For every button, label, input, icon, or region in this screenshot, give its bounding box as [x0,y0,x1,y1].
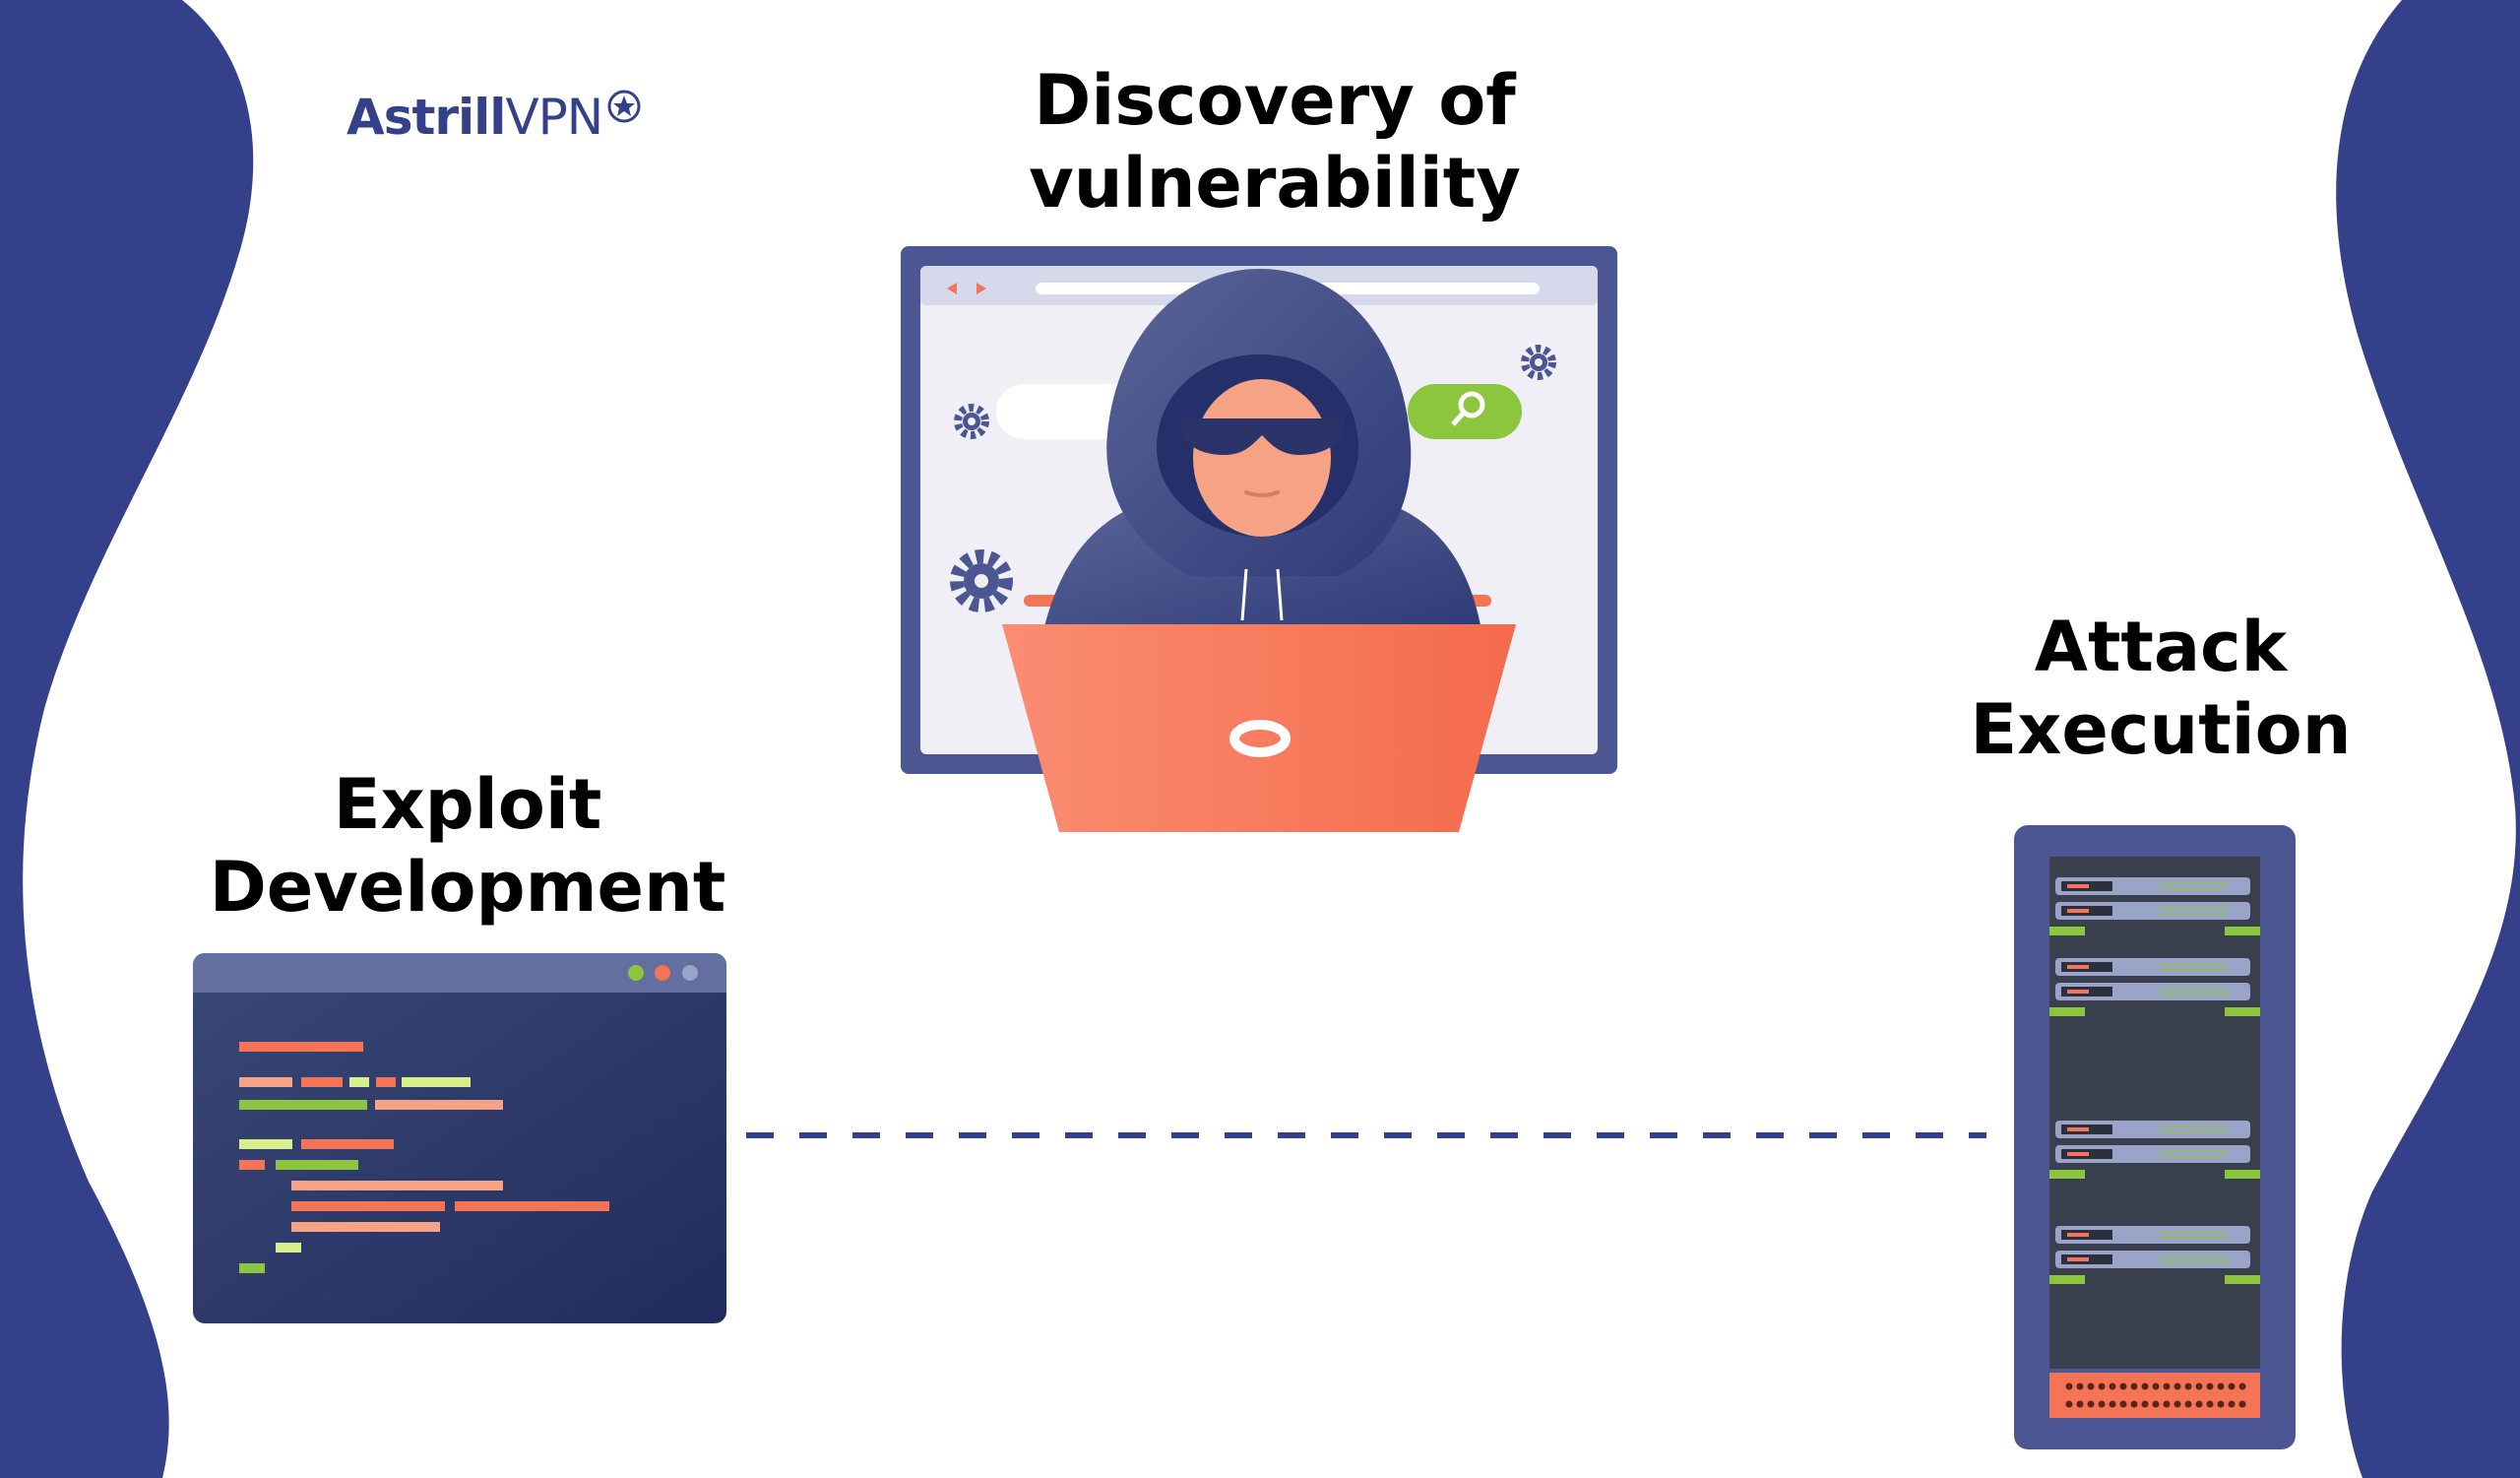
vent-hole [2087,1382,2095,1390]
stage-title-line: Attack [2034,607,2288,687]
vent-hole [2195,1382,2203,1390]
stage-title-attack: Attack Execution [1910,606,2412,771]
vent-hole [2238,1400,2246,1408]
code-lines [239,1042,609,1273]
stage-title-discovery: Discovery of vulnerability [886,59,1664,225]
vent-hole [2076,1400,2084,1408]
vent-hole [2109,1382,2116,1390]
vent-hole [2065,1382,2073,1390]
rail-mark [2225,1170,2260,1179]
vent-hole [2228,1382,2236,1390]
code-editor-illustration [193,953,726,1323]
stage-title-line: Exploit [333,764,602,845]
hacker-mouth [1244,490,1280,497]
back-arrow-icon [947,283,957,294]
right-wave-shape [2336,0,2520,1478]
rail-mark [2225,927,2260,935]
vent-hole [2228,1400,2236,1408]
server-unit [2055,877,2250,895]
gear-icon [954,404,989,439]
vent-hole [2217,1400,2225,1408]
rail-mark [2049,927,2085,935]
vent-hole [2130,1382,2138,1390]
window-dot-icon [628,965,644,981]
vent-holes [2065,1382,2246,1408]
stage-title-line: Discovery of [1034,60,1516,141]
vent-hole [2206,1382,2214,1390]
server-unit [2055,1251,2250,1268]
gear-icon [950,549,1013,612]
left-wave-shape [0,0,254,1478]
vent-hole [2130,1400,2138,1408]
hoodie-strings [1240,568,1284,621]
rail-mark [2225,1007,2260,1016]
rack-units [2049,877,2260,1284]
sunglasses-icon [1180,418,1345,455]
vent-hole [2098,1382,2106,1390]
vent-hole [2238,1382,2246,1390]
stage-title-line: vulnerability [1029,143,1521,224]
vent-hole [2174,1400,2181,1408]
vent-hole [2174,1382,2181,1390]
vent-hole [2098,1400,2106,1408]
logo-name-bold: Astrill [346,89,506,146]
vent-hole [2087,1400,2095,1408]
gear-icon [1521,345,1556,380]
vent-hole [2217,1382,2225,1390]
laptop-logo-icon [1229,720,1291,757]
server-unit [2055,1145,2250,1163]
window-dot-icon [655,965,670,981]
vent-hole [2141,1382,2149,1390]
stage-title-line: Development [209,847,726,928]
window-dot-icon [682,965,698,981]
stage-title-line: Execution [1970,689,2352,770]
vent-hole [2076,1382,2084,1390]
magnifier-icon [1451,391,1485,426]
vent-hole [2141,1400,2149,1408]
rail-mark [2049,1275,2085,1284]
server-unit [2055,983,2250,1000]
rail-mark [2225,1275,2260,1284]
rail-mark [2049,1007,2085,1016]
star-circle-icon [607,90,641,123]
vent-hole [2184,1400,2192,1408]
discovery-illustration [901,246,1617,832]
server-unit [2055,958,2250,976]
vent-hole [2195,1400,2203,1408]
hacker-face [1193,379,1331,537]
vent-hole [2163,1382,2171,1390]
vent-hole [2163,1400,2171,1408]
vent-hole [2119,1382,2127,1390]
forward-arrow-icon [976,283,986,294]
editor-titlebar [193,953,726,993]
rack-vent-panel [2049,1373,2260,1418]
vent-hole [2184,1382,2192,1390]
server-unit [2055,1226,2250,1244]
rail-mark [2049,1170,2085,1179]
server-unit [2055,902,2250,920]
vent-hole [2206,1400,2214,1408]
stage-title-exploit: Exploit Development [148,763,788,929]
server-rack-illustration [2014,825,2296,1449]
vent-hole [2152,1382,2160,1390]
vent-hole [2152,1400,2160,1408]
server-unit [2055,1121,2250,1138]
editor-window [193,953,726,1323]
vent-hole [2109,1400,2116,1408]
vent-hole [2065,1400,2073,1408]
logo-name-light: VPN [505,89,603,146]
vent-hole [2119,1400,2127,1408]
